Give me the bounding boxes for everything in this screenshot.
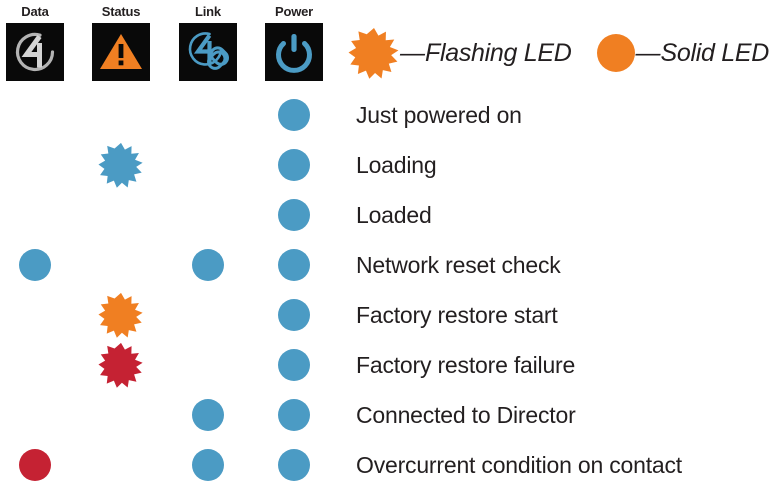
column-header-label: Data — [21, 4, 49, 19]
row-label: Factory restore start — [356, 301, 558, 328]
legend-label: Flashing LED — [425, 38, 572, 67]
table-row: Factory restore start — [0, 290, 771, 340]
row-label: Loaded — [356, 201, 432, 228]
legend-dash: — — [635, 38, 661, 67]
table-row: Loading — [0, 140, 771, 190]
table-row: Network reset check — [0, 240, 771, 290]
led-cell-link — [160, 190, 256, 240]
led-cell-power — [246, 240, 342, 290]
solid-led-circle-icon — [192, 249, 224, 281]
solid-led-circle-icon — [278, 149, 310, 181]
table-row: Connected to Director — [0, 390, 771, 440]
column-header-label: Link — [195, 4, 221, 19]
row-label: Factory restore failure — [356, 351, 576, 378]
table-row: Loaded — [0, 190, 771, 240]
led-cell-status — [73, 140, 169, 190]
led-cell-power — [246, 290, 342, 340]
led-cell-link — [160, 240, 256, 290]
led-cell-power — [246, 440, 342, 490]
led-cell-data — [0, 140, 83, 190]
table-row: Just powered on — [0, 90, 771, 140]
solid-led-circle-icon — [278, 449, 310, 481]
column-header-link: Link — [160, 4, 256, 81]
solid-led-circle-icon — [278, 299, 310, 331]
led-cell-link — [160, 290, 256, 340]
flashing-led-burst-icon — [348, 27, 400, 79]
led-cell-status — [73, 390, 169, 440]
led-cell-power — [246, 140, 342, 190]
led-cell-link — [160, 390, 256, 440]
column-header-power: Power — [246, 4, 342, 81]
flashing-led-burst-icon — [98, 142, 143, 188]
led-cell-data — [0, 190, 83, 240]
solid-led-circle-icon — [597, 34, 636, 72]
row-label: Overcurrent condition on contact — [356, 451, 682, 478]
solid-led-circle-icon — [278, 349, 310, 381]
solid-led-circle-icon — [278, 399, 310, 431]
led-cell-status — [73, 190, 169, 240]
legend-item-flashing: — Flashing LED — [348, 27, 572, 79]
power-symbol-icon — [265, 23, 323, 81]
solid-led-circle-icon — [19, 449, 51, 481]
led-cell-link — [160, 440, 256, 490]
solid-led-circle-icon — [278, 249, 310, 281]
led-cell-power — [246, 90, 342, 140]
led-cell-data — [0, 240, 83, 290]
row-label: Network reset check — [356, 251, 561, 278]
warning-triangle-icon — [92, 23, 150, 81]
led-cell-data — [0, 340, 83, 390]
flashing-led-burst-icon — [98, 342, 143, 388]
flashing-led-burst-icon — [98, 292, 143, 338]
led-cell-data — [0, 90, 83, 140]
legend-label: Solid LED — [660, 38, 769, 67]
row-label: Just powered on — [356, 101, 522, 128]
column-header-status: Status — [73, 4, 169, 81]
led-cell-status — [73, 90, 169, 140]
led-cell-link — [160, 340, 256, 390]
row-label: Connected to Director — [356, 401, 576, 428]
led-cell-data — [0, 440, 83, 490]
led-cell-data — [0, 390, 83, 440]
led-cell-status — [73, 440, 169, 490]
led-cell-power — [246, 390, 342, 440]
led-cell-link — [160, 90, 256, 140]
column-header-label: Status — [101, 4, 141, 19]
legend: — Flashing LED — Solid LED — [348, 22, 769, 84]
led-cell-power — [246, 340, 342, 390]
table-row: Factory restore failure — [0, 340, 771, 390]
column-header-data: Data — [0, 4, 83, 81]
solid-led-circle-icon — [192, 399, 224, 431]
control4-chain-link-icon — [179, 23, 237, 81]
row-label: Loading — [356, 151, 437, 178]
table-row: Overcurrent condition on contact — [0, 440, 771, 490]
led-cell-link — [160, 140, 256, 190]
solid-led-circle-icon — [19, 249, 51, 281]
legend-item-solid: — Solid LED — [597, 34, 769, 72]
legend-dash: — — [400, 38, 425, 67]
solid-led-circle-icon — [278, 99, 310, 131]
led-cell-status — [73, 340, 169, 390]
solid-led-circle-icon — [278, 199, 310, 231]
led-cell-status — [73, 240, 169, 290]
column-header-label: Power — [274, 4, 313, 19]
led-cell-power — [246, 190, 342, 240]
led-cell-status — [73, 290, 169, 340]
led-cell-data — [0, 290, 83, 340]
solid-led-circle-icon — [192, 449, 224, 481]
control4-logo-grey-icon — [6, 23, 64, 81]
